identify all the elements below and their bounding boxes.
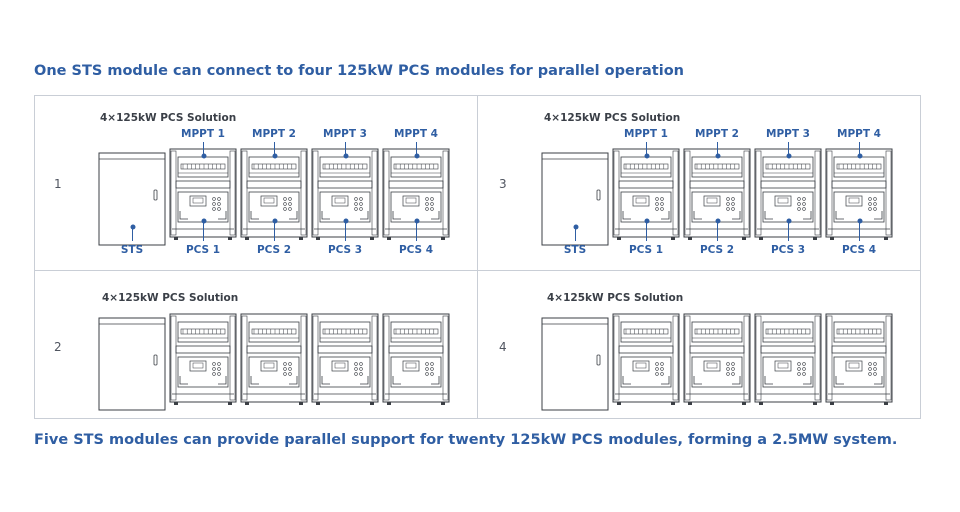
mppt-leader-line (274, 142, 275, 155)
sts-leader-line (132, 227, 133, 241)
panel-4: 4 4×125kW PCS Solution (477, 270, 920, 418)
panel-3: 3 4×125kW PCS Solution MPPT 1 PCS 1 MPPT 2… (477, 95, 920, 270)
panel-number: 3 (499, 177, 507, 191)
mppt-label: MPPT 4 (837, 128, 881, 140)
pcs-label: PCS 2 (256, 244, 292, 256)
mppt-label: MPPT 1 (624, 128, 668, 140)
mppt-label: MPPT 3 (323, 128, 367, 140)
pcs-label: PCS 1 (185, 244, 221, 256)
mppt-label: MPPT 1 (181, 128, 225, 140)
pcs-rack (754, 313, 822, 405)
pcs-label: PCS 1 (628, 244, 664, 256)
mppt-label: MPPT 3 (766, 128, 810, 140)
pcs-leader-line (274, 221, 275, 241)
mppt-leader-line (416, 142, 417, 155)
pcs-rack (612, 313, 680, 405)
pcs-leader-line (717, 221, 718, 241)
panel-1: 1 4×125kW PCS Solution MPPT 1 PCS 1 MPPT 2… (34, 95, 477, 270)
pcs-rack (825, 148, 893, 240)
solution-title: 4×125kW PCS Solution (100, 112, 237, 124)
equipment-row (98, 148, 450, 246)
solution-title: 4×125kW PCS Solution (102, 292, 239, 304)
bottom-heading: Five STS modules can provide parallel su… (34, 432, 898, 448)
mppt-connection-dot (414, 153, 420, 159)
mppt-leader-line (203, 142, 204, 155)
mppt-connection-dot (644, 153, 650, 159)
solution-title: 4×125kW PCS Solution (547, 292, 684, 304)
mppt-leader-line (646, 142, 647, 155)
sts-leader-line (575, 227, 576, 241)
mppt-connection-dot (786, 153, 792, 159)
mppt-connection-dot (272, 153, 278, 159)
mppt-leader-line (859, 142, 860, 155)
panel-number: 4 (499, 340, 507, 354)
pcs-rack (169, 148, 237, 240)
panel-2: 2 4×125kW PCS Solution (34, 270, 477, 418)
mppt-connection-dot (715, 153, 721, 159)
panel-number: 1 (54, 177, 62, 191)
sts-label: STS (120, 244, 144, 256)
grid-border-left (34, 95, 35, 419)
mppt-label: MPPT 2 (695, 128, 739, 140)
pcs-label: PCS 4 (398, 244, 434, 256)
pcs-rack (825, 313, 893, 405)
grid-border-right (920, 95, 921, 419)
pcs-label: PCS 3 (327, 244, 363, 256)
equipment-row (98, 313, 450, 411)
pcs-leader-line (788, 221, 789, 241)
pcs-label: PCS 2 (699, 244, 735, 256)
pcs-rack (382, 313, 450, 405)
top-heading: One STS module can connect to four 125kW… (34, 63, 684, 79)
mppt-leader-line (717, 142, 718, 155)
mppt-connection-dot (343, 153, 349, 159)
mppt-connection-dot (201, 153, 207, 159)
pcs-leader-line (646, 221, 647, 241)
pcs-leader-line (416, 221, 417, 241)
mppt-leader-line (788, 142, 789, 155)
pcs-rack (683, 313, 751, 405)
mppt-connection-dot (857, 153, 863, 159)
pcs-rack (311, 148, 379, 240)
sts-cabinet (98, 317, 166, 411)
pcs-rack (240, 313, 308, 405)
sts-label: STS (563, 244, 587, 256)
mppt-leader-line (345, 142, 346, 155)
solution-title: 4×125kW PCS Solution (544, 112, 681, 124)
sts-cabinet (541, 317, 609, 411)
pcs-rack (169, 313, 237, 405)
grid-border-center (477, 95, 478, 419)
pcs-rack (612, 148, 680, 240)
pcs-leader-line (859, 221, 860, 241)
pcs-leader-line (345, 221, 346, 241)
equipment-row (541, 313, 893, 411)
pcs-rack (311, 313, 379, 405)
pcs-label: PCS 4 (841, 244, 877, 256)
mppt-label: MPPT 4 (394, 128, 438, 140)
pcs-label: PCS 3 (770, 244, 806, 256)
pcs-leader-line (203, 221, 204, 241)
panel-number: 2 (54, 340, 62, 354)
equipment-row (541, 148, 893, 246)
mppt-label: MPPT 2 (252, 128, 296, 140)
